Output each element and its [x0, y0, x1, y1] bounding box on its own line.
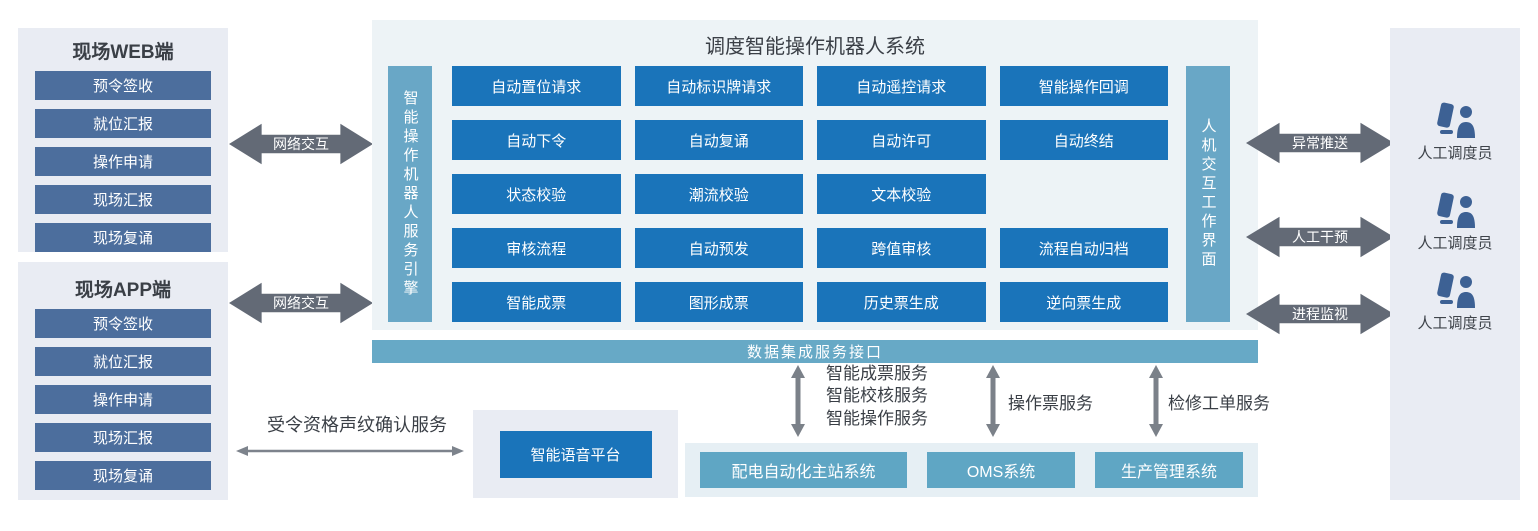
- function-box: 自动复诵: [634, 120, 803, 160]
- function-box: 历史票生成: [817, 282, 986, 322]
- web-item-sign: 预令签收: [35, 71, 211, 100]
- function-box: 自动终结: [999, 120, 1168, 160]
- system-production-management: 生产管理系统: [1095, 452, 1243, 488]
- web-item-repeat: 现场复诵: [35, 223, 211, 252]
- function-box: 自动下令: [452, 120, 621, 160]
- network-arrow-web-label: 网络交互: [273, 136, 329, 152]
- dispatcher-icon: [1437, 192, 1475, 228]
- function-box: 逆向票生成: [999, 282, 1168, 322]
- web-item-report-position: 就位汇报: [35, 109, 211, 138]
- vertical-double-arrow-icon: [986, 365, 1000, 437]
- app-item-apply: 操作申请: [35, 385, 211, 414]
- data-integration-bus: 数据集成服务接口: [372, 340, 1258, 363]
- voice-platform-panel: 智能语音平台: [473, 410, 678, 498]
- app-panel-title: 现场APP端: [74, 280, 172, 301]
- dispatcher-label: 人工调度员: [1417, 145, 1493, 162]
- function-box: 审核流程: [452, 228, 621, 268]
- robot-system-panel: 调度智能操作机器人系统 智能操作机器人服务引擎 人机交互工作界面 自动置位请求 …: [372, 20, 1258, 330]
- dispatcher-group: 人工调度员: [1390, 272, 1520, 333]
- hmi-bar: 人机交互工作界面: [1186, 66, 1230, 322]
- web-item-apply: 操作申请: [35, 147, 211, 176]
- function-grid: 自动置位请求 自动标识牌请求 自动遥控请求 智能操作回调 自动下令 自动复诵 自…: [452, 66, 1168, 322]
- function-box: 图形成票: [634, 282, 803, 322]
- double-arrow-icon: [229, 123, 373, 165]
- web-client-panel: 现场WEB端 预令签收 就位汇报 操作申请 现场汇报 现场复诵: [18, 28, 228, 252]
- dispatcher-label: 人工调度员: [1417, 235, 1493, 252]
- dispatcher-icon: [1437, 272, 1475, 308]
- voiceprint-service-label: 受令资格声纹确认服务: [267, 415, 447, 435]
- system-distribution-automation: 配电自动化主站系统: [700, 452, 908, 488]
- function-box: 文本校验: [817, 174, 986, 214]
- service-label-line: 智能成票服务: [826, 364, 928, 383]
- process-monitor-label: 进程监视: [1292, 306, 1348, 322]
- service-label-group: 智能成票服务 智能校核服务 智能操作服务: [826, 363, 928, 430]
- dispatcher-group: 人工调度员: [1390, 102, 1520, 163]
- double-arrow-icon: [1246, 293, 1394, 335]
- vertical-double-arrow-icon: [1149, 365, 1163, 437]
- dispatcher-panel: 人工调度员 人工调度员 人工调度: [1390, 28, 1520, 500]
- service-engine-bar: 智能操作机器人服务引擎: [388, 66, 432, 322]
- app-item-repeat: 现场复诵: [35, 461, 211, 490]
- service-arrow-operation: [985, 365, 1001, 437]
- web-item-site-report: 现场汇报: [35, 185, 211, 214]
- thin-double-arrow-icon: [236, 446, 464, 456]
- function-box: 状态校验: [452, 174, 621, 214]
- app-item-report-position: 就位汇报: [35, 347, 211, 376]
- network-arrow-app-label: 网络交互: [273, 295, 329, 311]
- app-item-sign: 预令签收: [35, 309, 211, 338]
- function-box: 跨值审核: [817, 228, 986, 268]
- exception-push-arrow: 异常推送: [1246, 120, 1394, 166]
- system-oms: OMS系统: [927, 452, 1076, 488]
- voiceprint-arrow: [236, 444, 464, 456]
- web-panel-title: 现场WEB端: [72, 42, 174, 63]
- function-box: 自动置位请求: [452, 66, 621, 106]
- service-label-work-order: 检修工单服务: [1168, 394, 1270, 413]
- network-arrow-web: 网络交互: [229, 121, 373, 167]
- function-box: 流程自动归档: [999, 228, 1168, 268]
- process-monitor-arrow: 进程监视: [1246, 291, 1394, 337]
- dispatcher-icon: [1437, 102, 1475, 138]
- service-label-operation-ticket: 操作票服务: [1008, 394, 1093, 413]
- double-arrow-icon: [229, 282, 373, 324]
- function-box: 自动预发: [634, 228, 803, 268]
- external-systems-panel: 配电自动化主站系统 OMS系统 生产管理系统: [685, 443, 1258, 497]
- double-arrow-icon: [1246, 122, 1394, 164]
- function-box: 智能成票: [452, 282, 621, 322]
- voice-platform-box: 智能语音平台: [499, 430, 652, 478]
- function-box: 自动遥控请求: [817, 66, 986, 106]
- exception-push-label: 异常推送: [1292, 135, 1348, 151]
- network-arrow-app: 网络交互: [229, 280, 373, 326]
- vertical-double-arrow-icon: [791, 365, 805, 437]
- service-arrow-maintenance: [1148, 365, 1164, 437]
- function-box: 智能操作回调: [999, 66, 1168, 106]
- grid-empty-cell: [1000, 174, 1169, 214]
- service-label-line: 智能校核服务: [826, 386, 928, 406]
- function-box: 自动许可: [817, 120, 986, 160]
- dispatcher-group: 人工调度员: [1390, 192, 1520, 253]
- function-box: 潮流校验: [634, 174, 803, 214]
- manual-intervention-arrow: 人工干预: [1246, 214, 1394, 260]
- dispatcher-label: 人工调度员: [1417, 315, 1493, 332]
- system-title: 调度智能操作机器人系统: [705, 36, 925, 58]
- manual-intervention-label: 人工干预: [1292, 229, 1348, 245]
- app-item-site-report: 现场汇报: [35, 423, 211, 452]
- service-arrow-ticket: [790, 365, 806, 437]
- function-box: 自动标识牌请求: [634, 66, 803, 106]
- double-arrow-icon: [1246, 216, 1394, 258]
- service-label-line: 智能操作服务: [826, 408, 928, 428]
- app-client-panel: 现场APP端 预令签收 就位汇报 操作申请 现场汇报 现场复诵: [18, 262, 228, 500]
